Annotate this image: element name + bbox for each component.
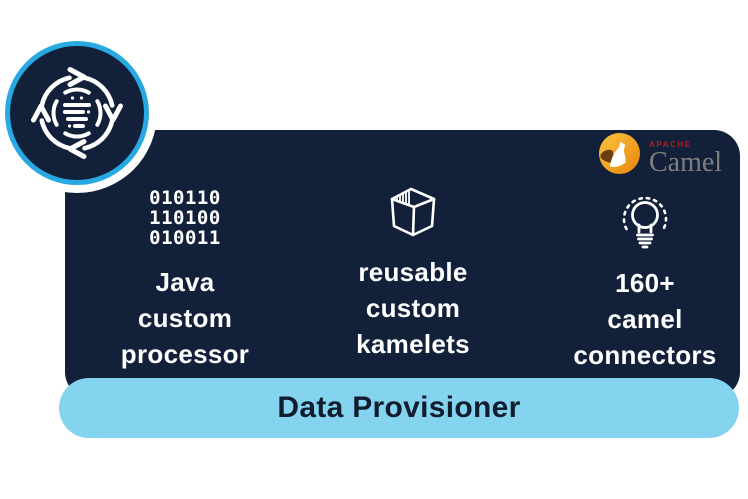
binary-line: 010011 [149, 227, 221, 249]
feature-label: reusable custom kamelets [356, 254, 470, 362]
feature-label-line: reusable [358, 257, 468, 287]
apache-camel-logo: APACHE Camel [599, 133, 723, 178]
feature-camel-connectors: 160+ camel connectors [535, 188, 748, 373]
open-box-icon [390, 187, 436, 237]
feature-label-line: custom [365, 293, 461, 323]
binary-line: 010110 [149, 187, 221, 209]
feature-label-line: processor [120, 339, 250, 369]
feature-reusable-custom-kamelets: reusable custom kamelets [303, 182, 523, 362]
feature-label-line: kamelets [356, 329, 470, 359]
camel-icon [599, 133, 640, 174]
lightbulb-icon [622, 196, 668, 249]
apache-label: APACHE [649, 140, 692, 149]
feature-java-custom-processor: 010110 110100 010011 Java custom process… [75, 188, 295, 372]
data-provisioner-banner: Data Provisioner [59, 378, 739, 438]
banner-label: Data Provisioner [277, 391, 521, 424]
binary-line: 110100 [149, 207, 221, 229]
data-provisioner-panel: APACHE Camel 010110 110100 010011 Java c… [65, 130, 740, 398]
integration-badge [5, 41, 149, 185]
sync-data-icon [31, 67, 123, 159]
feature-label-line: connectors [573, 340, 717, 370]
feature-label: 160+ camel connectors [573, 265, 716, 373]
binary-code-icon: 010110 110100 010011 [149, 188, 221, 248]
camel-label: Camel [649, 147, 723, 178]
feature-label-line: Java [155, 267, 215, 297]
feature-label: Java custom processor [121, 264, 249, 372]
feature-label-line: camel [607, 304, 683, 334]
feature-label-line: custom [137, 303, 233, 333]
camel-wordmark: APACHE Camel [649, 133, 723, 178]
feature-label-line: 160+ [615, 268, 675, 298]
